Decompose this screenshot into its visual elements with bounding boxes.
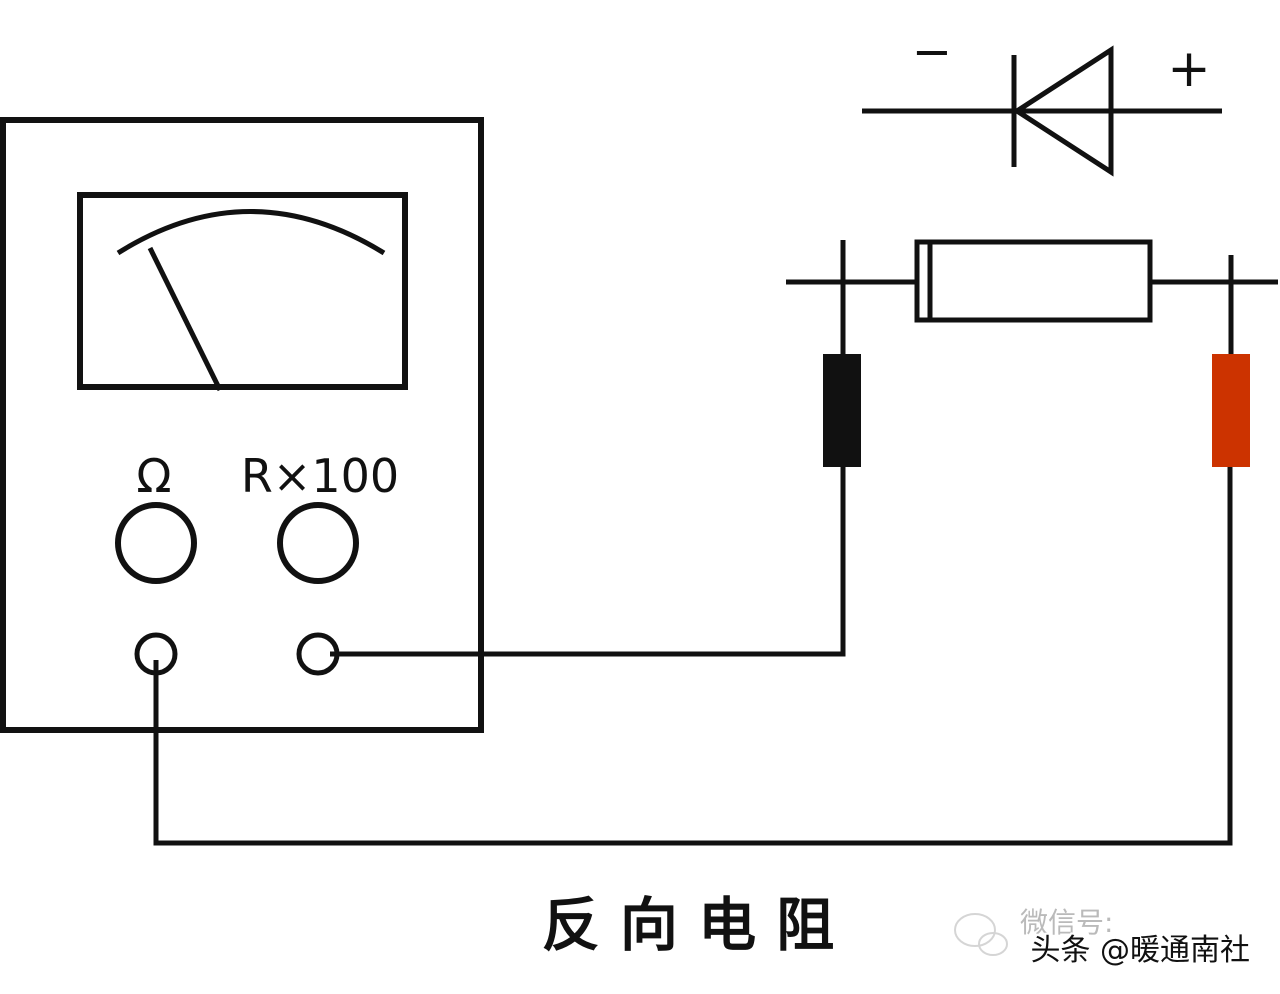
toutiao-watermark: 头条 @暖通南社 [1030,933,1250,968]
diode-symbol-triangle [1012,45,1114,177]
meter-scale-arc [116,209,386,256]
black-probe [823,354,861,467]
range-selector-knob[interactable] [277,502,359,584]
meter-display [77,192,408,390]
wechat-icon [954,913,1008,956]
red-probe [1212,354,1250,467]
black-probe-wire [330,465,846,657]
red-probe-wire [153,465,1233,846]
diode-minus-label: − [912,24,952,80]
range-label: R×100 [241,449,399,503]
wechat-watermark: 微信号: [1020,906,1113,939]
diode-plus-label: + [1167,39,1211,99]
diagram-caption: 反 向 电 阻 [542,891,835,959]
diode-body [914,239,1153,323]
ohm-selector-knob[interactable] [115,502,197,584]
meter-needle [147,246,223,392]
ohm-label: Ω [136,449,171,503]
multimeter-body [0,117,484,733]
